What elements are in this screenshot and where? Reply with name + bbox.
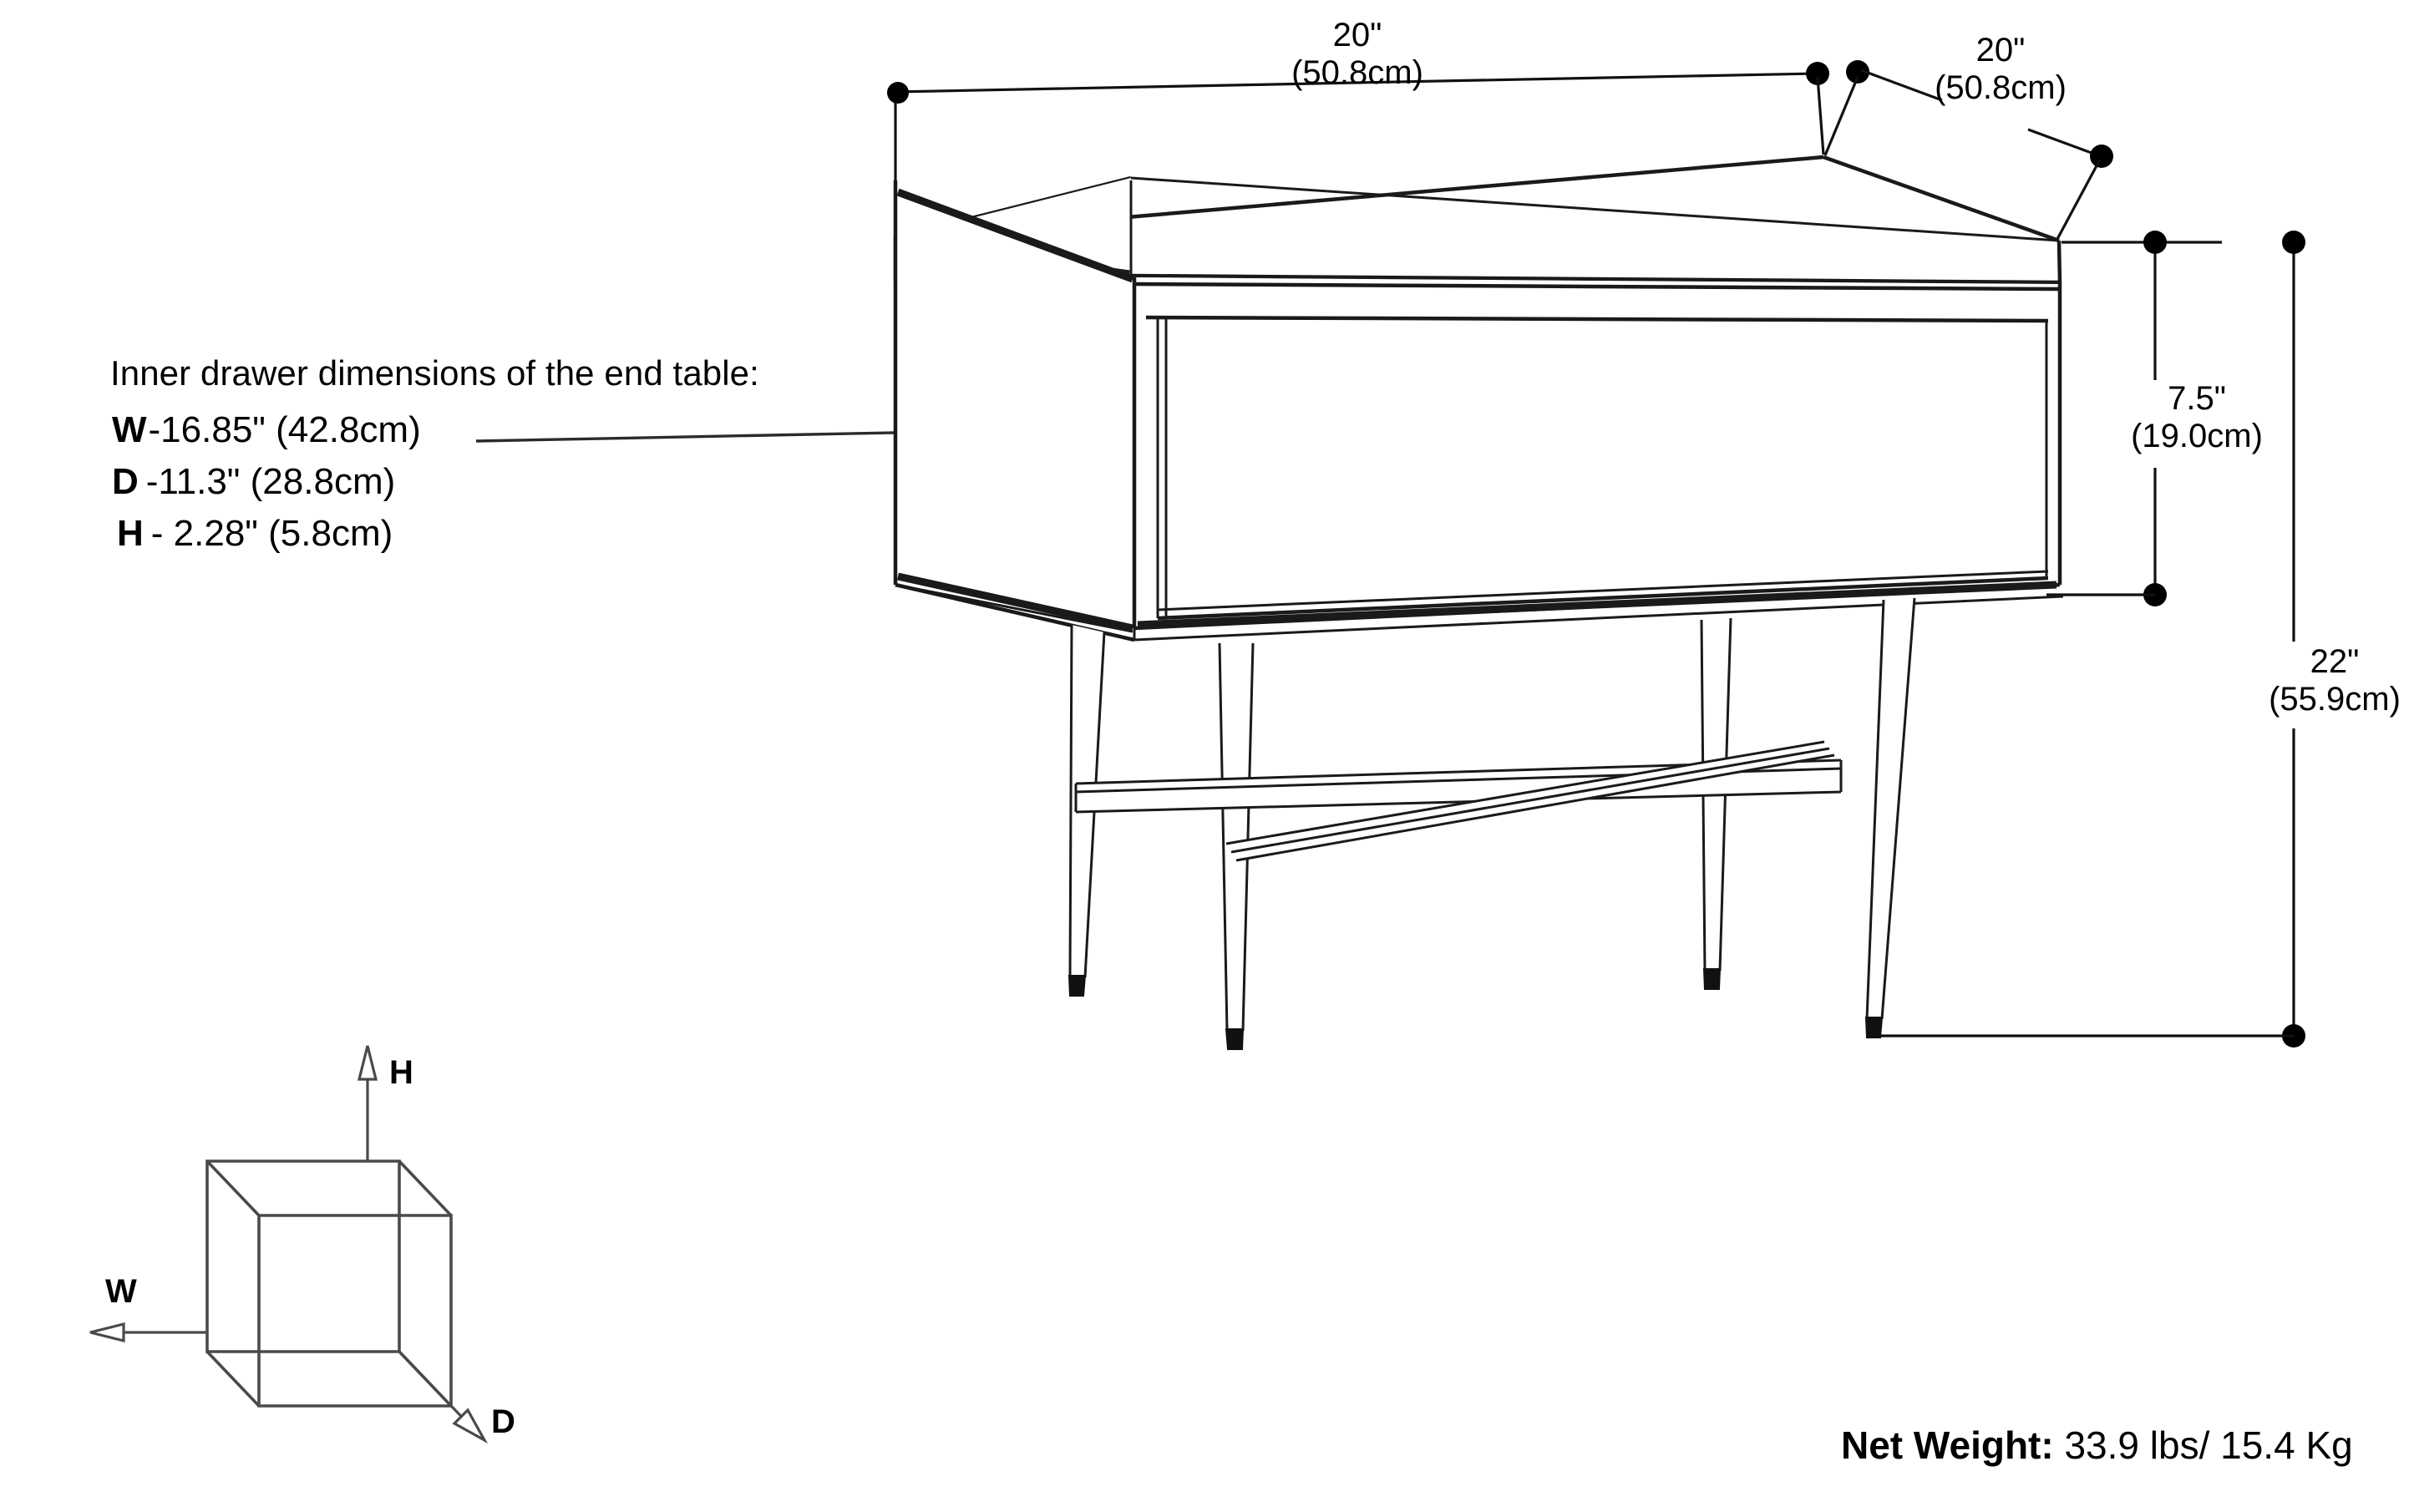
drawer-spec-value-h: - 2.28" (5.8cm) — [150, 513, 393, 554]
axis-label-width: W — [105, 1273, 137, 1310]
total-height-dimension-label: 22" (55.9cm) — [2230, 643, 2414, 718]
drawer-spec-value-d: -11.3" (28.8cm) — [145, 461, 396, 502]
drawer-spec-value-w: -16.85" (42.8cm) — [148, 409, 421, 450]
axis-label-height: H — [389, 1054, 413, 1091]
drawer-spec-row-width: W-16.85" (42.8cm) — [112, 409, 421, 451]
drawer-spec-row-height: H- 2.28" (5.8cm) — [117, 513, 393, 555]
drawer-front — [1133, 282, 2061, 621]
axis-label-depth: D — [491, 1403, 515, 1440]
total-height-inches: 22" — [2310, 643, 2360, 680]
case-left-side-panel — [893, 180, 1134, 633]
width-dimension — [887, 62, 1829, 236]
axis-arrow-width — [89, 1322, 207, 1343]
leg-back-right — [1864, 597, 1916, 1038]
drawer-spec-axis-w: W — [112, 409, 147, 450]
leg-front-right — [1218, 642, 1255, 1050]
depth-dimension-inches: 20" — [1975, 32, 2026, 68]
depth-dimension-label: 20" (50.8cm) — [1896, 32, 2105, 107]
depth-dimension-metric: (50.8cm) — [1935, 68, 2067, 106]
width-dimension-metric: (50.8cm) — [1291, 53, 1423, 91]
width-dimension-inches: 20" — [1332, 17, 1382, 53]
cross-stretcher-right-to-left — [1225, 740, 1835, 862]
drawer-spec-row-depth: D-11.3" (28.8cm) — [112, 461, 395, 503]
width-dimension-label: 20" (50.8cm) — [1253, 17, 1462, 92]
drawer-height-dimension — [2046, 231, 2222, 606]
depth-dimension — [1823, 60, 2113, 241]
net-weight: Net Weight: 33.9 lbs/ 15.4 Kg — [1841, 1423, 2353, 1468]
drawer-spec-heading: Inner drawer dimensions of the end table… — [110, 353, 759, 393]
net-weight-value: 33.9 lbs/ 15.4 Kg — [2053, 1423, 2353, 1467]
drawer-height-inches: 7.5" — [2168, 380, 2226, 417]
drawer-height-metric: (19.0cm) — [2131, 417, 2263, 454]
total-height-dimension — [1878, 231, 2305, 1048]
total-height-metric: (55.9cm) — [2269, 680, 2401, 718]
axis-arrow-height — [357, 1045, 378, 1161]
drawer-spec-axis-h: H — [117, 513, 144, 554]
axis-arrow-depth — [398, 1350, 489, 1444]
drawer-height-dimension-label: 7.5" (19.0cm) — [2092, 380, 2301, 455]
net-weight-label: Net Weight: — [1841, 1423, 2054, 1467]
drawer-spec-axis-d: D — [112, 461, 139, 502]
